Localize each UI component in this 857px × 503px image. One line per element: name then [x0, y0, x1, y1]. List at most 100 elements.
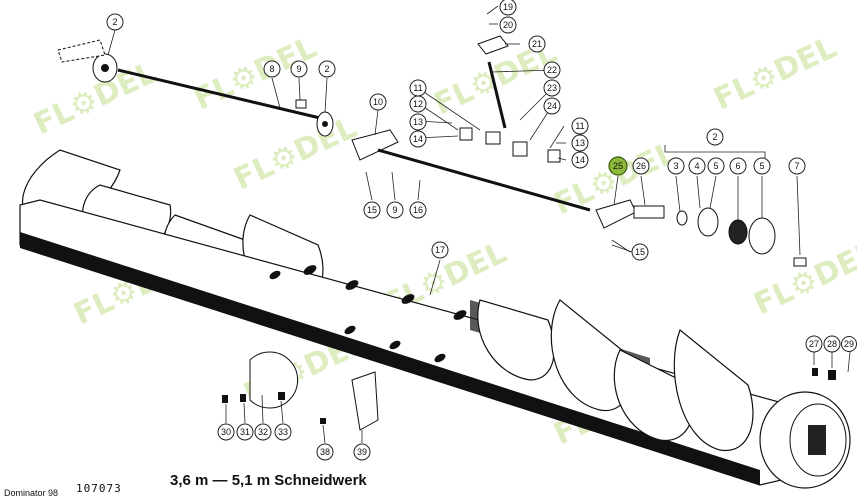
callout-11: 11: [571, 117, 589, 135]
callout-21: 21: [528, 35, 546, 53]
callout-9: 9: [386, 201, 404, 219]
svg-text:14: 14: [575, 155, 585, 165]
svg-text:32: 32: [258, 427, 268, 437]
callout-27: 27: [805, 335, 823, 353]
svg-text:23: 23: [547, 83, 557, 93]
callout-24: 24: [543, 97, 561, 115]
callout-13: 13: [409, 113, 427, 131]
svg-text:10: 10: [373, 97, 383, 107]
svg-text:9: 9: [392, 205, 397, 215]
callout-31: 31: [236, 423, 254, 441]
callout-7: 7: [788, 157, 806, 175]
callout-32: 32: [254, 423, 272, 441]
drive-shaft: [117, 68, 321, 120]
svg-text:17: 17: [435, 245, 445, 255]
svg-text:4: 4: [694, 161, 699, 171]
svg-text:26: 26: [636, 161, 646, 171]
callout-26: 26: [632, 157, 650, 175]
callout-12: 12: [409, 95, 427, 113]
tube-hole: [344, 325, 356, 335]
bushing: [547, 149, 561, 163]
middle-shaft-group: [351, 35, 665, 229]
svg-text:6: 6: [735, 161, 740, 171]
spacer-tube: [633, 205, 665, 219]
callout-39: 39: [353, 443, 371, 461]
bearing-housing: [351, 129, 399, 161]
svg-text:27: 27: [809, 339, 819, 349]
flange-plate: [748, 217, 776, 255]
svg-text:15: 15: [367, 205, 377, 215]
callout-6: 6: [729, 157, 747, 175]
drive-shaft: [377, 148, 591, 212]
svg-text:9: 9: [296, 64, 301, 74]
bearing-bore: [101, 64, 109, 72]
bracket-outline: [57, 39, 106, 63]
end-drum-hub: [808, 425, 826, 455]
callout-8: 8: [263, 60, 281, 78]
mounting-bracket: [351, 371, 379, 431]
callout-15: 15: [363, 201, 381, 219]
watermark-text: FL⚙DEL: [709, 30, 843, 117]
svg-text:7: 7: [794, 161, 799, 171]
callout-5: 5: [707, 157, 725, 175]
callout-30: 30: [217, 423, 235, 441]
callout-33: 33: [274, 423, 292, 441]
svg-text:5: 5: [759, 161, 764, 171]
svg-text:14: 14: [413, 134, 423, 144]
callout-29: 29: [841, 336, 857, 352]
grease-nipple: [320, 418, 326, 424]
svg-text:2: 2: [324, 64, 329, 74]
callout-20: 20: [499, 16, 517, 34]
svg-text:15: 15: [635, 247, 645, 257]
pin: [487, 61, 507, 129]
callout-22: 22: [543, 61, 561, 79]
svg-text:33: 33: [278, 427, 288, 437]
callout-9: 9: [290, 60, 308, 78]
tube-hole: [345, 280, 359, 290]
diagram-caption: 3,6 m — 5,1 m Schneidwerk: [170, 472, 367, 489]
svg-text:2: 2: [712, 132, 717, 142]
svg-text:2: 2: [112, 17, 117, 27]
svg-text:13: 13: [575, 138, 585, 148]
auger-tube: [19, 199, 791, 486]
callout-16: 16: [409, 201, 427, 219]
callout-4: 4: [688, 157, 706, 175]
svg-text:12: 12: [413, 99, 423, 109]
callout-2: 2: [706, 128, 724, 146]
callout-19: 19: [499, 0, 517, 16]
model-label: Dominator 98: [4, 488, 59, 498]
bushing: [459, 127, 473, 141]
svg-text:13: 13: [413, 117, 423, 127]
svg-text:29: 29: [844, 339, 854, 349]
flange-plate: [697, 207, 719, 237]
left-shaft-group: [57, 39, 334, 137]
svg-text:38: 38: [320, 447, 330, 457]
svg-text:3: 3: [673, 161, 678, 171]
callout-14: 14: [571, 151, 589, 169]
small-parts: [222, 351, 836, 431]
callout-layer: 2 8 9 2 10 11 12 13 14 15 9 16 17 19 20 …: [106, 0, 857, 461]
callout-17: 17: [431, 241, 449, 259]
tube-hole: [389, 340, 401, 350]
svg-text:22: 22: [547, 65, 557, 75]
callout-25-highlighted[interactable]: 25: [608, 156, 628, 176]
tube-hole: [269, 270, 281, 280]
watermark-text: FL⚙DEL: [229, 110, 363, 197]
svg-text:11: 11: [413, 83, 422, 93]
bearing-bore: [322, 121, 328, 127]
svg-text:11: 11: [575, 121, 584, 131]
callout-10: 10: [369, 93, 387, 111]
callout-15: 15: [631, 243, 649, 261]
callout-3: 3: [667, 157, 685, 175]
bearing-stack: [676, 207, 807, 267]
leader-lines: [107, 5, 851, 444]
svg-text:25: 25: [613, 161, 623, 171]
callout-38: 38: [316, 443, 334, 461]
tube-hole: [303, 265, 317, 275]
svg-text:30: 30: [221, 427, 231, 437]
washer: [812, 368, 818, 376]
ball-bearing: [728, 219, 748, 245]
washer: [240, 394, 246, 402]
tube-hole: [453, 310, 467, 320]
